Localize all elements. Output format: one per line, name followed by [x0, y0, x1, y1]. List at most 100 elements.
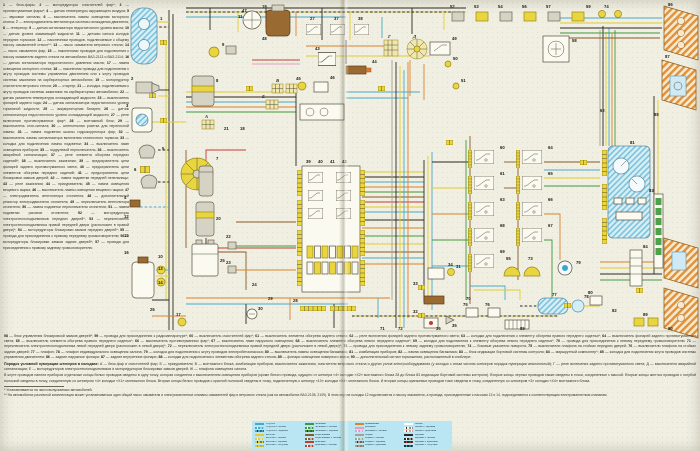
component-label: 34 — [448, 262, 453, 267]
legend-item-text: датчик сигнализатора недостаточного давл… — [8, 60, 104, 65]
component-label: 3 — [126, 103, 129, 108]
component-label: 33 — [413, 281, 418, 286]
legend-item-number: 75 — [528, 344, 533, 349]
legend-item-text: выключатель лампы освещения моторного от… — [3, 14, 129, 25]
steering-stalk-plug — [445, 315, 455, 325]
wire-color-swatch — [354, 441, 364, 444]
fog-lamp — [131, 107, 153, 133]
wire-color-label: коричневый — [315, 433, 331, 436]
component-label: 73 — [528, 256, 533, 261]
color-legend-entry: зеленый с черным — [304, 430, 350, 433]
component-label: 80 — [588, 290, 593, 295]
legend-item-text: выключатель стоп-сигнала — [3, 124, 49, 129]
numbering-paragraph: Порядок условной нумерации штекеров в ко… — [4, 362, 696, 372]
legend-item-text: боковые указатели поворота — [477, 344, 526, 349]
connector — [564, 303, 571, 308]
component-label: Д — [412, 34, 417, 39]
component-label: 17 — [176, 312, 181, 317]
wire-color-swatch — [255, 430, 264, 433]
dome-lamp — [537, 297, 569, 315]
connector-rotary-D — [406, 38, 428, 60]
legend-item-text: выключатель лампы освещения багажника — [274, 349, 347, 354]
wire-color-swatch — [255, 437, 264, 440]
wire-color-label: красный с белым — [315, 444, 337, 447]
legend-item-number: 69 — [413, 339, 418, 344]
legend-item-text: наконечники проводов для подключения к н… — [3, 49, 129, 60]
component-label: 75 — [463, 302, 468, 307]
legend-item-text: датчик уровня омывающей жидкости — [8, 31, 73, 36]
legend-item-text: генератор — [10, 26, 28, 31]
legend-item-text: наконечники проводов, подключаемые к общ… — [3, 37, 129, 48]
component-label: 83 — [649, 188, 654, 193]
door-motor — [499, 11, 513, 22]
wire-color-swatch — [404, 430, 414, 433]
component-label: 55 — [506, 256, 511, 261]
legend-item-number: 3 — [119, 3, 122, 7]
legend-item-text: колодка, подключаемая к жгуту проводов с… — [3, 83, 129, 94]
legend-item-number: 12 — [37, 37, 42, 42]
legend-item-text: выключатель фонарей заднего противотуман… — [4, 334, 697, 344]
component-label: 22 — [226, 234, 231, 239]
lamp — [447, 268, 455, 276]
component-label: 45 — [296, 76, 301, 81]
fuel-pump-connector — [557, 260, 573, 276]
legend-item-number: 56 — [120, 234, 125, 239]
legend-item-number: 31 — [17, 130, 22, 135]
wire-color-label: зеленый с черным — [315, 430, 339, 433]
component-label: 66 — [548, 197, 553, 202]
legend-item-text: лампа подсветки рычагов отопителя — [3, 205, 129, 216]
component-label: 11 — [238, 14, 243, 19]
component-label: 8 — [216, 78, 219, 83]
wire-color-swatch — [404, 437, 414, 440]
wire-color-label: оранжевый — [365, 422, 380, 425]
legend-item-text: выключатель противотуманных фар* — [145, 339, 209, 344]
component-label: 38 — [358, 16, 363, 21]
legend-item-number: 66 — [135, 339, 140, 344]
legend-item-text: лампа подсветки передней пепельницы — [60, 176, 128, 181]
wire-color-label: голубой — [265, 422, 276, 425]
legend-item-number: 64 — [602, 334, 607, 338]
connector — [580, 160, 587, 165]
glovebox-switch — [313, 81, 329, 93]
color-legend-entry: белый с красным — [404, 430, 449, 433]
legend-item-text: моторедуктор очистителя ветрового стекла — [3, 78, 129, 88]
legend-item-number: 63 — [461, 334, 465, 338]
wire-color-label: белый — [414, 422, 423, 425]
legend-item-text: переключатель электростеклоподъемника пр… — [3, 216, 129, 233]
color-legend-entry: черный — [404, 433, 449, 437]
legend-item-text: электродвигатель вентилятора отопителя — [9, 193, 84, 198]
legend-item-number: 86 — [45, 354, 50, 359]
legend-item-text: датчик температуры окружающего воздуха — [53, 8, 125, 13]
legend-bottom-block: 58 — блок управления блокировкой замков … — [4, 334, 696, 398]
lamp — [452, 82, 460, 90]
component-label: 36 — [436, 326, 441, 331]
washer-reservoir — [131, 256, 166, 299]
component-label: 74 — [604, 4, 609, 9]
wire-color-label: желтый с белым — [265, 437, 287, 440]
tail-lamp-inner — [661, 59, 697, 111]
wire-color-swatch — [404, 433, 414, 437]
legend-item-number: 9 — [29, 26, 32, 31]
legend-item-text: моторедукторы электростеклоподъемников п… — [3, 211, 129, 221]
color-legend-entry: розовый — [354, 426, 400, 429]
legend-item-text: датчик сигнализатора недостаточного уров… — [3, 107, 129, 117]
legend-item-text: плафон индивидуального освещения салона — [65, 349, 142, 354]
wire-color-swatch — [404, 441, 414, 444]
legend-item-text: колодки для подключения к элементу обогр… — [470, 334, 600, 338]
color-legend-entry: белый — [404, 423, 449, 426]
wire-color-label: серый с красным — [365, 444, 387, 447]
legend-item-number: 89 — [277, 354, 282, 359]
component-label: 19 — [262, 4, 267, 9]
legend-item-text: лампа подсветки шкалы гидрокорректора фа… — [30, 130, 115, 135]
legend-item-number: 27 — [110, 112, 115, 117]
wire-color-label: розовый с белым — [365, 430, 387, 433]
license-plate-lamp — [633, 317, 659, 327]
legend-item-text: датчик указателя температуры охлаждающей… — [3, 95, 96, 100]
legend-item-text: насос омывателя ветрового стекла — [63, 43, 123, 48]
connector — [636, 288, 643, 293]
legend-item-text: реле зажигания — [15, 182, 43, 187]
starter — [195, 201, 215, 237]
legend-item-number: 38 — [21, 159, 26, 164]
legend-item-text: стартер — [62, 83, 76, 88]
